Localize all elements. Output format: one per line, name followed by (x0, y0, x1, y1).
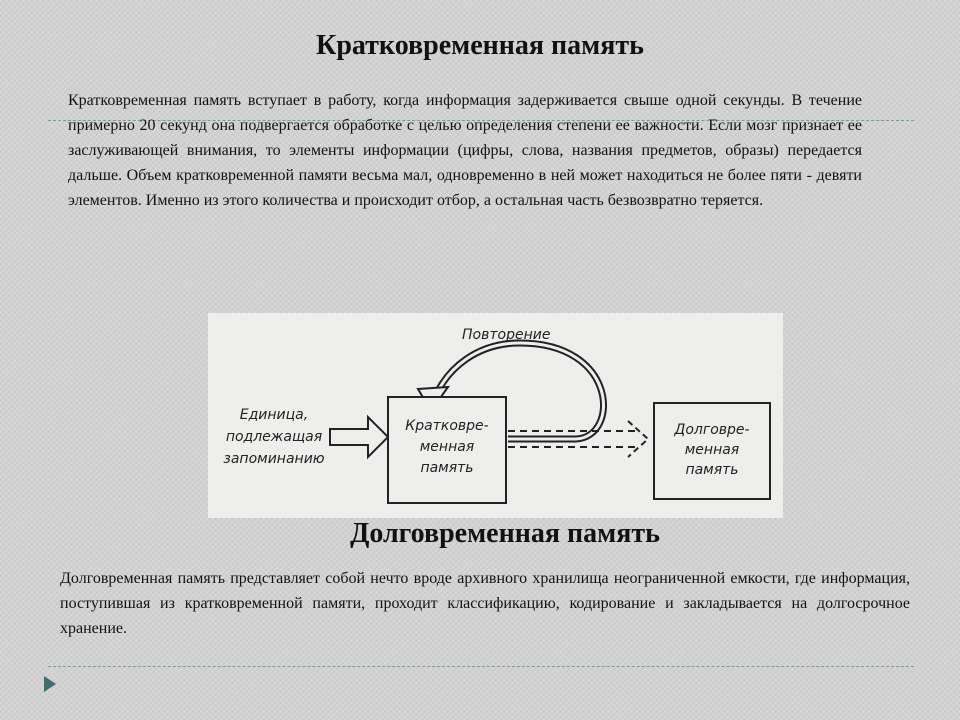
short-term-paragraph: Кратковременная память вступает в работу… (68, 92, 862, 209)
input-arrow (329, 414, 390, 460)
page-title-long-term: Долговременная память (350, 518, 660, 549)
long-term-paragraph: Долговременная память представляет собой… (60, 570, 910, 637)
input-label-line-2: подлежащая (226, 429, 322, 445)
input-label-line-3: запоминанию (223, 451, 324, 467)
triangle-right-icon[interactable] (44, 676, 56, 692)
divider-bottom (48, 666, 914, 667)
memory-diagram: Повторение Единица, подлежащая запоминан… (208, 313, 783, 518)
long-term-box-line-3: память (685, 462, 738, 478)
short-term-box-line-2: менная (420, 439, 474, 455)
memory-diagram-svg: Повторение Единица, подлежащая запоминан… (223, 327, 771, 504)
long-term-box (653, 402, 771, 500)
divider-top (48, 120, 914, 121)
short-term-box (387, 396, 507, 504)
short-term-box-line-1: Кратковре- (405, 418, 488, 434)
repeat-label: Повторение (462, 327, 550, 343)
short-term-box-line-3: память (420, 460, 473, 476)
long-term-box-line-1: Долговре- (673, 422, 749, 438)
input-label-line-1: Единица, (240, 407, 308, 423)
page-title-short-term: Кратковременная память (316, 30, 644, 61)
long-term-box-line-2: менная (685, 442, 739, 458)
